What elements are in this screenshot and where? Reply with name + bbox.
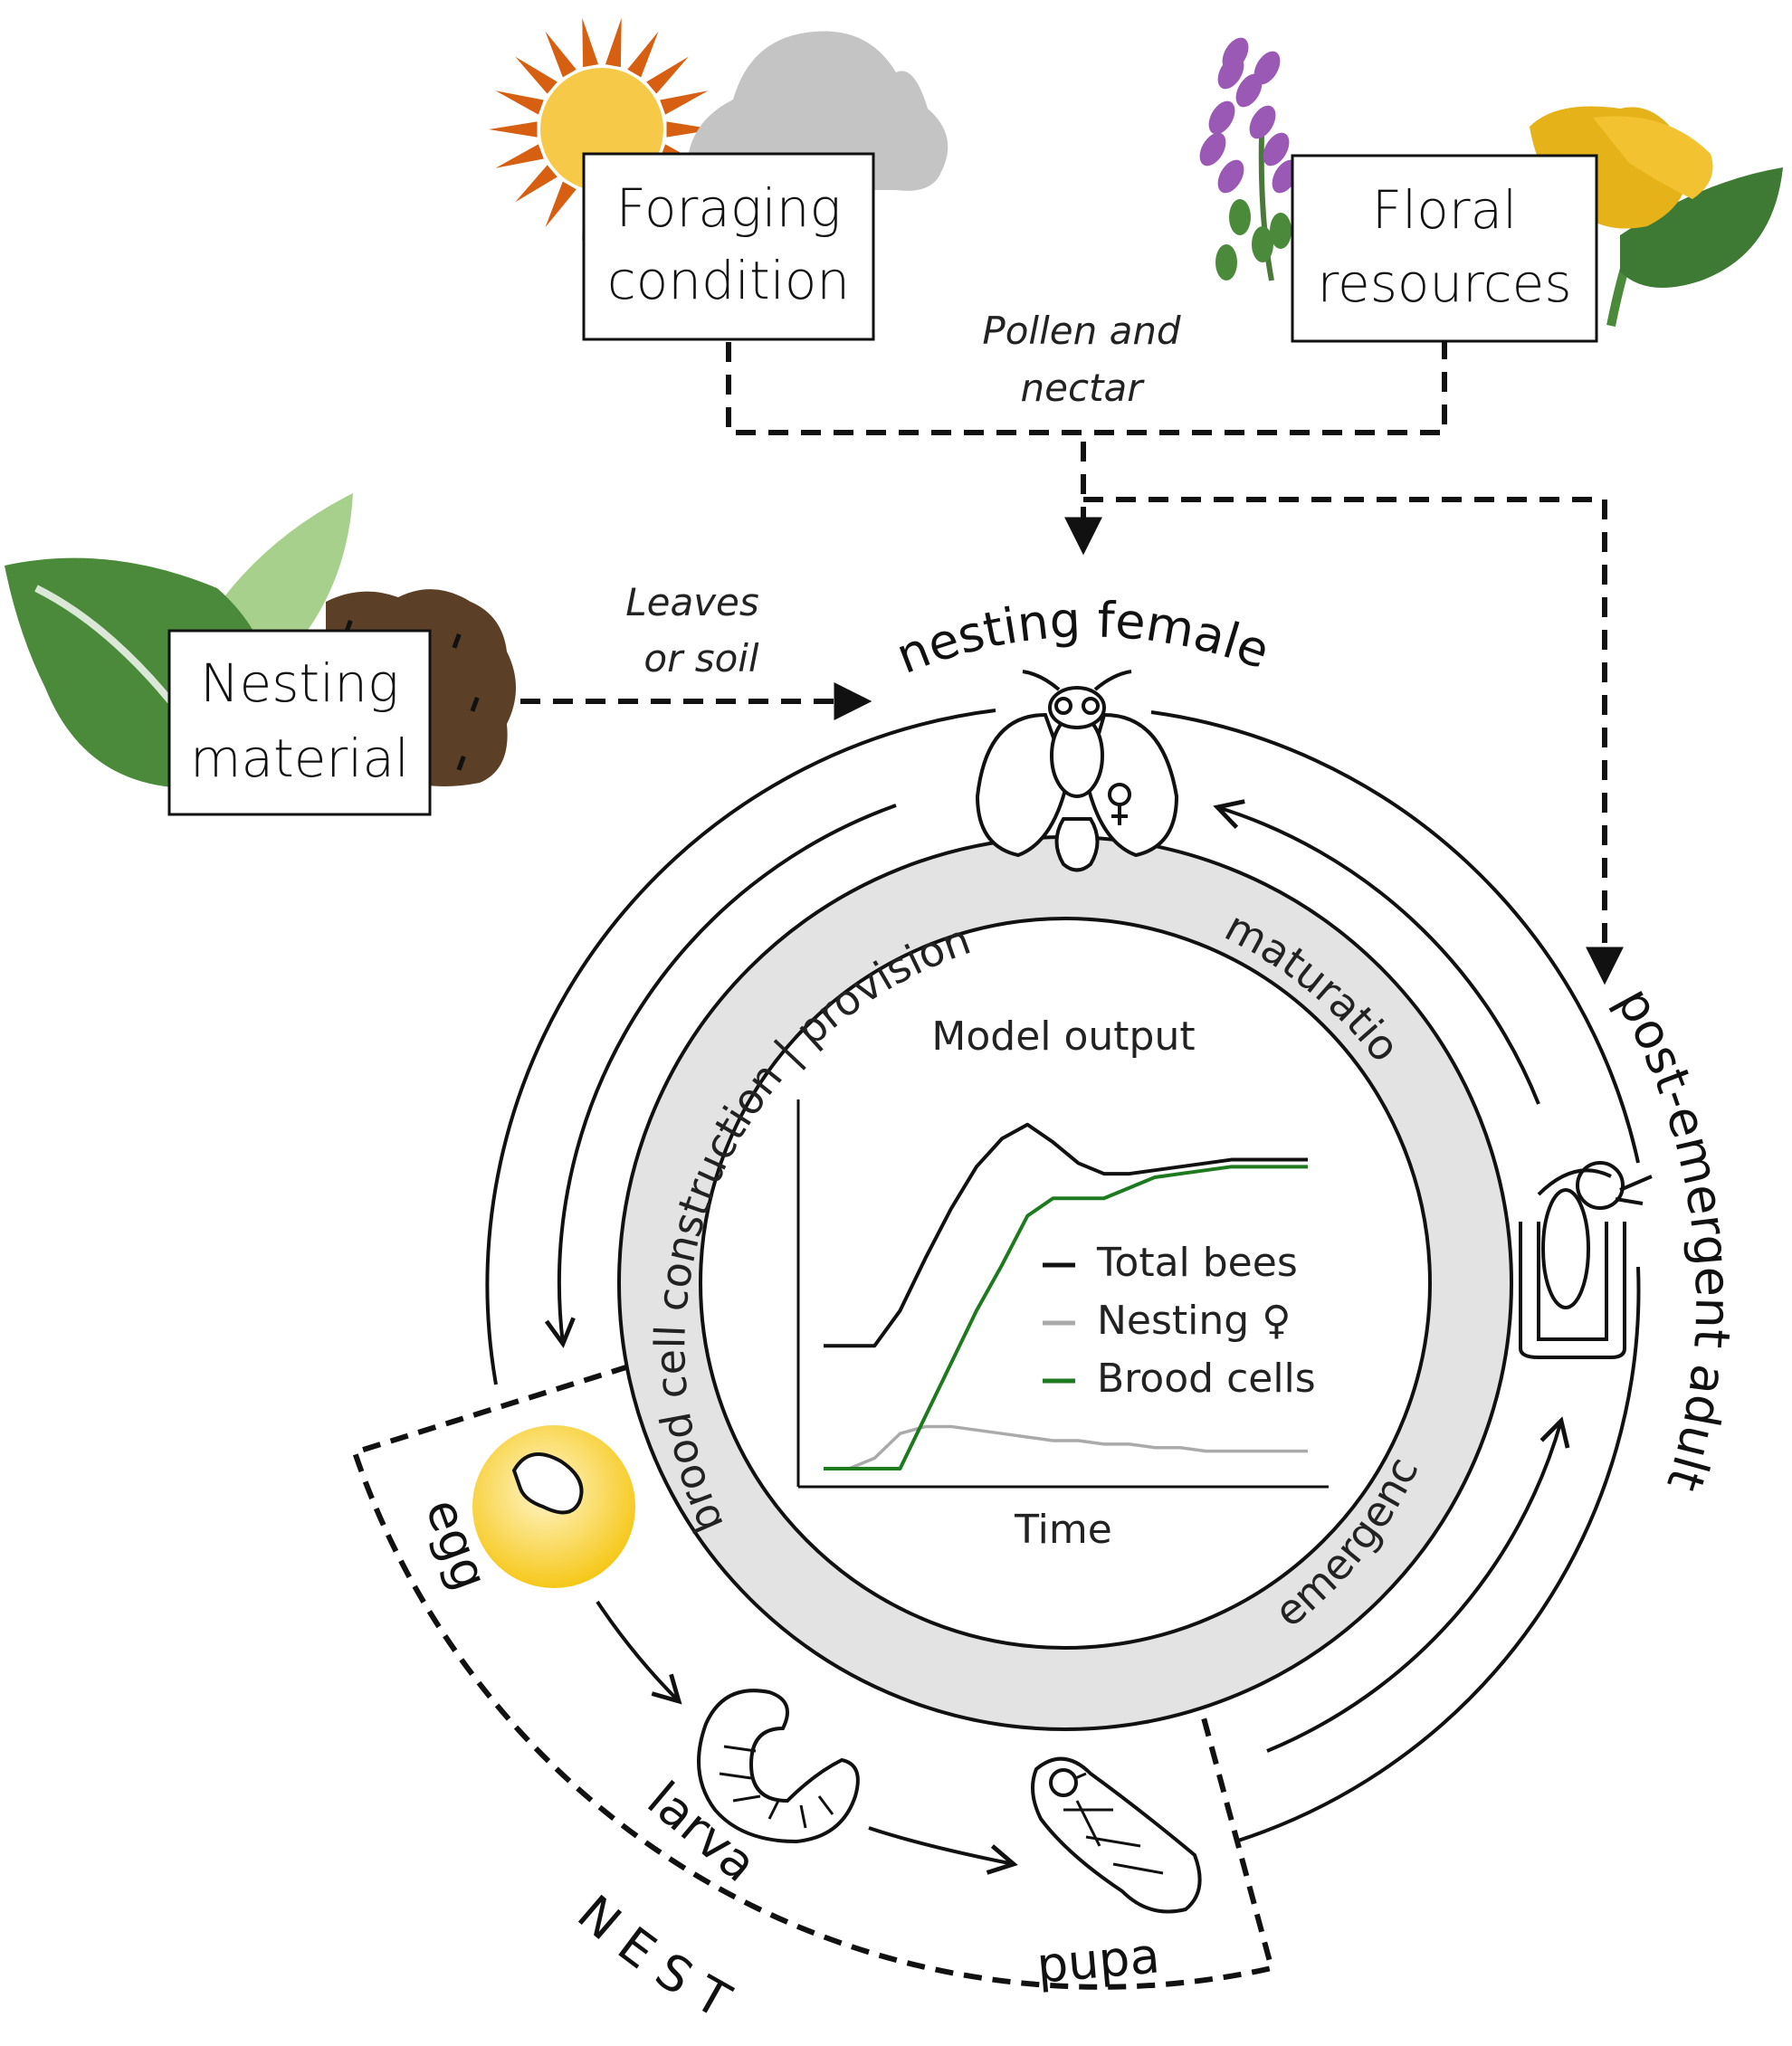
bee-icon <box>975 670 1179 872</box>
nesting-female-label: nesting female <box>889 591 1277 685</box>
foraging-label-1: Foraging <box>616 177 842 239</box>
legend-label: Brood cells <box>1097 1356 1316 1402</box>
legend-label: Total bees <box>1096 1240 1298 1286</box>
outer-cycle <box>485 709 1641 1843</box>
leaves-label-2: or soil <box>643 636 759 680</box>
foraging-condition-box: Foraging condition <box>582 152 875 341</box>
series-line-brood-cells <box>824 1165 1308 1470</box>
chart-title: Model output <box>931 1013 1195 1060</box>
series-line-total-bees <box>824 1122 1308 1348</box>
larva-to-pupa-arrow <box>868 1826 1018 1875</box>
floral-resources-box: Floral resources <box>1291 154 1598 343</box>
nesting-material-label-2: material <box>190 728 409 789</box>
pollen-label-2: nectar <box>1020 366 1145 410</box>
egg-icon <box>472 1425 635 1588</box>
resource-connectors <box>520 342 1624 985</box>
larva-icon <box>697 1689 860 1844</box>
foraging-label-2: condition <box>607 250 850 311</box>
floral-label-1: Floral <box>1372 179 1517 241</box>
leaves-label-1: Leaves <box>625 580 759 624</box>
nesting-material-box: Nesting material <box>167 629 432 816</box>
nesting-material-label-1: Nesting <box>200 652 399 714</box>
floral-label-2: resources <box>1317 252 1571 314</box>
nest-label: N E S T <box>567 1884 740 2030</box>
series-line-nesting <box>824 1424 1308 1470</box>
pollen-label-1: Pollen and <box>982 309 1181 353</box>
egg-to-larva-arrow <box>596 1600 682 1705</box>
nest-boundary <box>351 1364 1275 1990</box>
emerging-bee-icon <box>1519 1161 1653 1359</box>
pupa-label: pupa <box>1034 1927 1162 1994</box>
ring-inner-edge <box>699 917 1432 1650</box>
legend-label: Nesting ♀ <box>1097 1298 1291 1344</box>
flower-icon <box>1199 37 1783 327</box>
process-ring <box>619 837 1511 1729</box>
cloud-icon <box>686 31 948 191</box>
x-axis-label: Time <box>1014 1507 1112 1553</box>
pupa-icon <box>1031 1756 1202 1914</box>
